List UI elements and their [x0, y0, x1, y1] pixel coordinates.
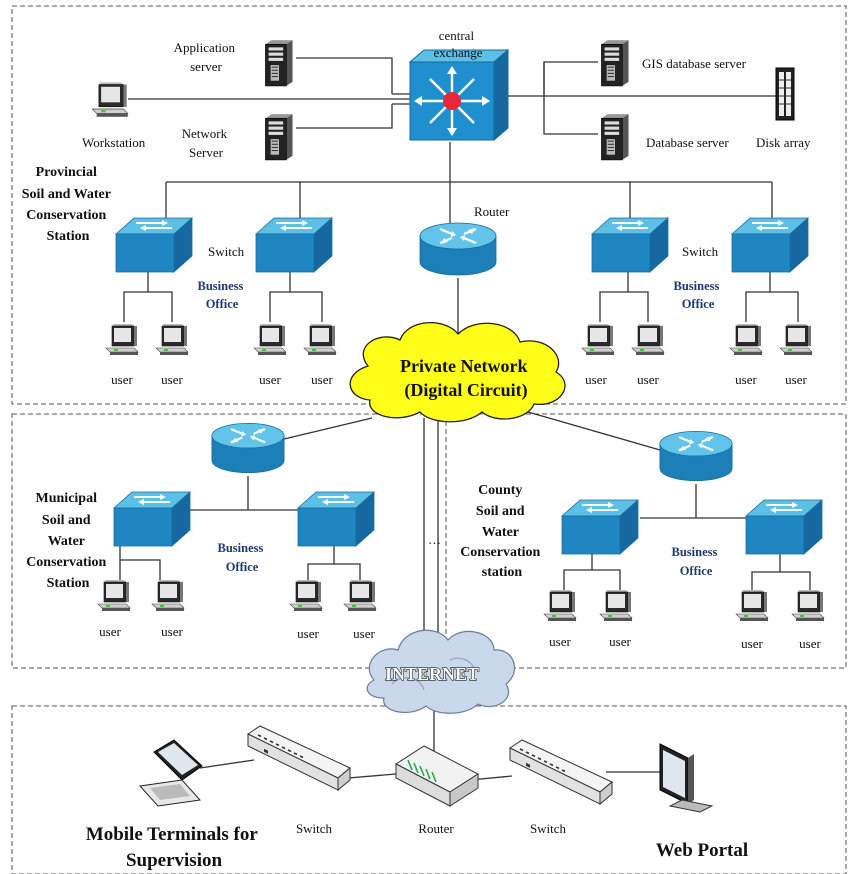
municipal-station-title: Municipal Soil and Water Conservation St… — [26, 491, 110, 591]
county-user-labels: user user user user — [549, 634, 821, 651]
user-label: user — [785, 372, 807, 387]
lower-links — [119, 411, 811, 668]
mobile-terminals-label: Mobile Terminals for Supervision — [86, 824, 262, 871]
provincial-station-title: Provincial Soil and Water Conservation S… — [22, 165, 114, 244]
user-label: user — [609, 634, 631, 649]
database-server-label: Database server — [646, 135, 729, 150]
user-label: user — [161, 372, 183, 387]
internet-label: INTERNET — [385, 664, 479, 684]
user-pc-icon — [303, 323, 337, 356]
application-server-label: Application server — [174, 40, 239, 74]
user-label: user — [259, 372, 281, 387]
gis-server-label: GIS database server — [642, 56, 747, 71]
private-network-cloud — [349, 322, 566, 423]
user-pc-icon — [543, 589, 577, 622]
switch-icon — [247, 725, 351, 791]
user-label: user — [741, 636, 763, 651]
router-label: Router — [418, 821, 454, 836]
user-pc-icon — [97, 579, 131, 612]
user-pc-icon — [729, 323, 763, 356]
user-label: user — [549, 634, 571, 649]
user-pc-icon — [253, 323, 287, 356]
switch-icon — [115, 217, 193, 273]
monitor-icon — [659, 743, 714, 813]
user-pc-icon — [735, 589, 769, 622]
user-pc-icon — [151, 579, 185, 612]
router-icon — [210, 422, 286, 474]
user-label: user — [799, 636, 821, 651]
user-label: user — [111, 372, 133, 387]
database-server-icon — [600, 113, 630, 161]
laptop-icon — [139, 739, 203, 807]
switch-icon — [745, 499, 823, 555]
user-label: user — [161, 624, 183, 639]
switch-icon — [113, 491, 191, 547]
router-icon — [395, 745, 479, 807]
workstation-icon — [91, 81, 129, 118]
business-office-label: Business Office — [198, 279, 247, 311]
switch-icon — [297, 491, 375, 547]
user-label: user — [311, 372, 333, 387]
workstation-label: Workstation — [82, 135, 146, 150]
disk-array-label: Disk array — [756, 135, 811, 150]
county-station-title: County Soil and Water Conservation stati… — [460, 483, 544, 580]
business-office-label: Business Office — [218, 541, 267, 574]
switch-icon — [509, 739, 613, 805]
disk-array-icon — [775, 67, 795, 121]
network-server-label: Network Server — [182, 126, 231, 160]
switch-label: Switch — [296, 821, 333, 836]
switch-icon — [591, 217, 669, 273]
user-pc-icon — [155, 323, 189, 356]
internet-cloud — [366, 629, 516, 714]
municipal-user-labels: user user user user — [99, 624, 375, 641]
network-server-icon — [264, 113, 294, 161]
ellipsis-label: … — [428, 532, 441, 547]
router-icon — [658, 430, 734, 482]
user-label: user — [585, 372, 607, 387]
business-office-label: Business Office — [672, 545, 721, 578]
switch-label: Switch — [530, 821, 567, 836]
switch-icon — [561, 499, 639, 555]
user-pc-icon — [343, 579, 377, 612]
user-label: user — [297, 626, 319, 641]
central-exchange-icon — [408, 48, 510, 142]
provincial-links — [123, 57, 799, 350]
user-pc-icon — [581, 323, 615, 356]
user-label: user — [353, 626, 375, 641]
user-pc-icon — [289, 579, 323, 612]
switch-icon — [255, 217, 333, 273]
county-region — [445, 413, 847, 669]
user-pc-icon — [631, 323, 665, 356]
web-portal-label: Web Portal — [656, 840, 748, 861]
router-icon — [418, 222, 498, 277]
user-pc-icon — [779, 323, 813, 356]
user-pc-icon — [105, 323, 139, 356]
provincial-user-labels: user user user user user user user user — [111, 372, 807, 387]
private-network-label: Private Network (Digital Circuit) — [400, 356, 532, 401]
user-label: user — [637, 372, 659, 387]
user-pc-icon — [599, 589, 633, 622]
gis-database-server-icon — [600, 39, 630, 87]
switch-icon — [731, 217, 809, 273]
business-office-label: Business Office — [674, 279, 723, 311]
switch-label: Switch — [208, 244, 245, 259]
user-pc-icon — [791, 589, 825, 622]
switch-label: Switch — [682, 244, 719, 259]
user-label: user — [735, 372, 757, 387]
application-server-icon — [264, 39, 294, 87]
central-exchange-label: central exchange — [433, 28, 482, 60]
user-label: user — [99, 624, 121, 639]
router-label: Router — [474, 204, 510, 219]
